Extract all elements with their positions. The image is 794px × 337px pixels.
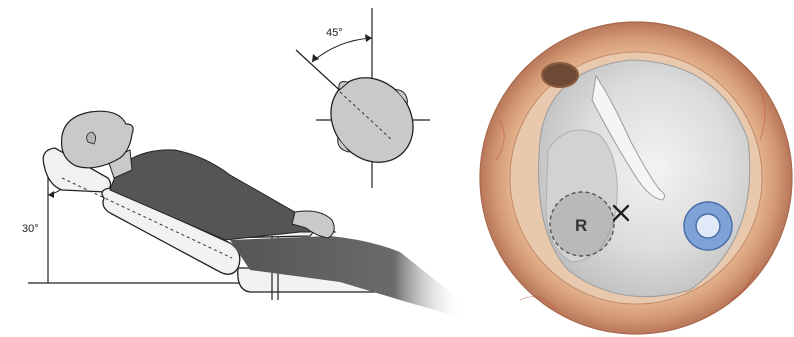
- inset-head: [314, 61, 430, 179]
- arc-arrow-head: [48, 191, 54, 198]
- rotation-angle-label: 45°: [326, 27, 343, 39]
- rotation-angle-arc: [312, 38, 372, 62]
- reference-label: R: [575, 216, 587, 235]
- head-rotation-inset: 45°: [296, 8, 433, 188]
- rotation-arc-arrow: [365, 34, 372, 42]
- recline-angle-label: 30°: [22, 223, 39, 235]
- patient-ear: [87, 132, 96, 144]
- otoscopic-view: R: [480, 22, 792, 334]
- attic-perforation: [542, 63, 578, 87]
- ventilation-tube-inner: [696, 214, 720, 238]
